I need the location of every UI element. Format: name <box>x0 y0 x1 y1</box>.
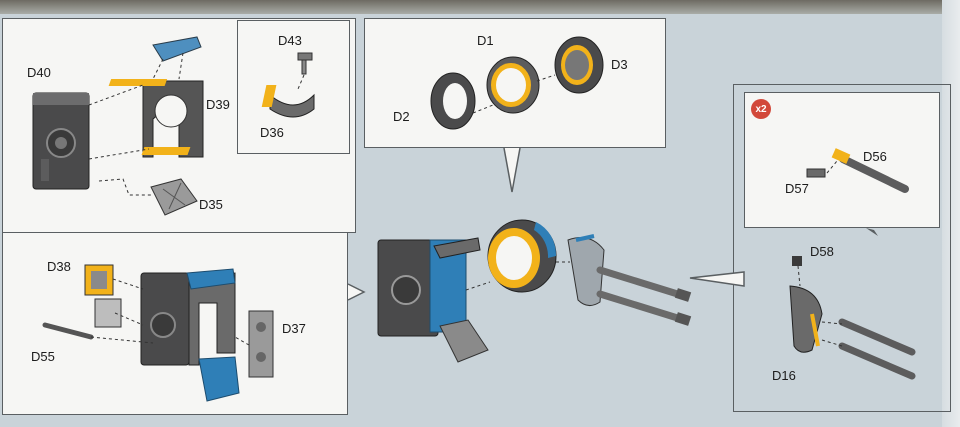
label-d36: D36 <box>260 125 284 140</box>
label-d57: D57 <box>785 181 809 196</box>
d55-rod <box>42 322 94 340</box>
d56-illustration <box>806 148 909 193</box>
label-d43: D43 <box>278 33 302 48</box>
d37-assembly-illustration <box>42 264 274 402</box>
step-panel-d1-ring: D1 D2 D3 <box>364 18 666 148</box>
upper-barrel <box>596 266 688 300</box>
d16-lower-barrel <box>838 342 916 380</box>
inset-panel-d56: x2 D56 D57 <box>744 92 940 228</box>
lower-barrel <box>596 290 688 324</box>
d58-part <box>792 256 802 266</box>
label-d16: D16 <box>772 368 796 383</box>
step-panel-barrels <box>733 84 951 412</box>
d16-mount <box>789 285 823 353</box>
d16-upper-barrel <box>838 318 916 356</box>
label-d35: D35 <box>199 197 223 212</box>
d40-plate <box>152 36 202 62</box>
label-d40: D40 <box>27 65 51 80</box>
d56-barrel <box>839 155 909 193</box>
label-d58: D58 <box>810 244 834 259</box>
label-d55: D55 <box>31 349 55 364</box>
label-d3: D3 <box>611 57 628 72</box>
step-panel-d37-assembly: D38 D55 D37 <box>2 232 348 415</box>
label-d38: D38 <box>47 259 71 274</box>
d39-assembly-illustration <box>32 36 204 216</box>
quantity-badge: x2 <box>751 99 771 119</box>
d57-part <box>806 168 826 178</box>
page-edge-strip <box>942 0 960 427</box>
label-d37: D37 <box>282 321 306 336</box>
d36-part <box>269 93 315 118</box>
d1-ring-illustration <box>430 36 604 130</box>
d36-illustration <box>261 52 315 118</box>
d37-part <box>248 310 274 378</box>
label-d1: D1 <box>477 33 494 48</box>
label-d39: D39 <box>206 97 230 112</box>
label-d56: D56 <box>863 149 887 164</box>
inset-panel-d36: D43 D36 <box>237 20 350 154</box>
top-border-band <box>0 0 960 14</box>
label-d2: D2 <box>393 109 410 124</box>
